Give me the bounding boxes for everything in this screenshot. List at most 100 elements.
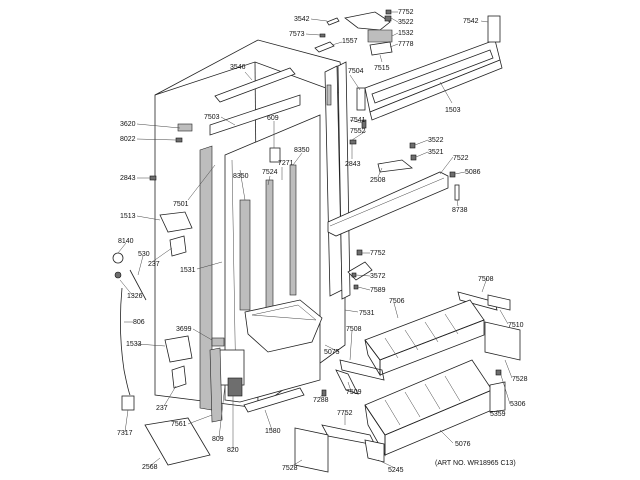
callout: 1513 — [120, 213, 136, 220]
callout: 609 — [267, 115, 279, 122]
lower-wire-basket — [364, 359, 493, 457]
callout: 7515 — [374, 65, 390, 72]
leveler-8140 — [112, 252, 124, 264]
top-rail — [214, 67, 296, 103]
callout-labels: 3542 7752 3522 7542 7573 1557 1532 7778 … — [117, 9, 528, 474]
callout: 7317 — [117, 430, 133, 437]
callout: 7528 — [282, 465, 298, 472]
screw-7573 — [319, 33, 326, 38]
callout: 7528 — [512, 376, 528, 383]
lower-hinge-2568 — [144, 417, 211, 466]
callout: 530 — [138, 251, 150, 258]
callout: 2843 — [345, 161, 361, 168]
screw-5306 — [495, 369, 502, 376]
callout: 820 — [227, 447, 239, 454]
hinge-1533 — [164, 335, 193, 363]
cap-7317 — [121, 395, 135, 411]
callout: 3546 — [230, 64, 246, 71]
callout: 7573 — [289, 31, 305, 38]
callout: 5086 — [465, 169, 481, 176]
callout: 7542 — [463, 18, 479, 25]
bolt-7541 — [361, 119, 367, 129]
rail-7561 — [209, 347, 223, 423]
clip-237b — [171, 365, 187, 389]
panel-7528b — [294, 427, 329, 473]
top-hinge-assembly — [344, 9, 393, 56]
callout: 7778 — [398, 41, 414, 48]
callout: 5359 — [490, 411, 506, 418]
trim-3542 — [326, 17, 340, 26]
panel-7528a — [484, 321, 521, 361]
upper-wire-basket — [364, 299, 485, 377]
callout: 2568 — [142, 464, 158, 471]
bracket-7504 — [356, 87, 366, 111]
bracket-3620 — [177, 123, 193, 132]
callout: 7531 — [359, 310, 375, 317]
clip-237a — [169, 235, 187, 257]
callout: 1531 — [180, 267, 196, 274]
callout: 5306 — [510, 401, 526, 408]
slide-rail-7509 — [335, 369, 359, 395]
kick-strip-1580 — [243, 387, 305, 413]
callout: 7522 — [453, 155, 469, 162]
screw-3572 — [351, 272, 357, 278]
callout: 3620 — [120, 121, 136, 128]
washer-1326 — [114, 271, 122, 279]
control-3699 — [211, 337, 225, 347]
shelf-bin — [244, 299, 323, 353]
callout: 5076 — [455, 441, 471, 448]
callout: 7508 — [478, 276, 494, 283]
callout: 7561 — [171, 421, 187, 428]
slide-rail-7508b — [339, 359, 385, 381]
hinge-1513 — [159, 211, 193, 233]
callout: 7503 — [204, 114, 220, 121]
top-strip-1557 — [314, 41, 335, 53]
callout: 7752 — [398, 9, 414, 16]
door-panel-1503 — [364, 39, 503, 121]
hinge-bracket-lower — [347, 261, 373, 281]
callout: 7508 — [346, 326, 362, 333]
slide-7510 — [487, 294, 511, 311]
callout: 3521 — [428, 149, 444, 156]
callout: 3699 — [176, 326, 192, 333]
screw-7589 — [353, 284, 359, 290]
callout: 237 — [148, 261, 160, 268]
callout: 237 — [156, 405, 168, 412]
screw-2843b — [349, 139, 357, 145]
callout: 8350 — [233, 173, 249, 180]
callout: 806 — [133, 319, 145, 326]
screw-2843a — [149, 175, 157, 181]
callout: 1533 — [126, 341, 142, 348]
callout: 7288 — [313, 397, 329, 404]
callout: 809 — [212, 436, 224, 443]
screw-7752 — [356, 249, 363, 256]
door-trim-rails — [324, 61, 351, 300]
callout: 1326 — [127, 293, 143, 300]
callout: 2508 — [370, 177, 386, 184]
cam-2508 — [377, 159, 413, 173]
mullion-rail-7522 — [327, 171, 449, 237]
module-820 — [227, 377, 243, 397]
rail-5245 — [364, 439, 385, 463]
callout: 7504 — [348, 68, 364, 75]
callout: 1532 — [398, 30, 414, 37]
callout: 8022 — [120, 136, 136, 143]
callout: 3522 — [398, 19, 414, 26]
screw-3521 — [410, 154, 417, 161]
callout: 7510 — [508, 322, 524, 329]
nut-5086 — [449, 171, 456, 178]
callout: 7524 — [262, 169, 278, 176]
callout: 5075 — [324, 349, 340, 356]
callout: 7552 — [350, 128, 366, 135]
callout: 3542 — [294, 16, 310, 23]
callout: 8738 — [452, 207, 468, 214]
pin-8738 — [454, 184, 460, 201]
art-number: (ART NO. WR18965 C13) — [435, 460, 516, 467]
bracket-5359 — [489, 381, 506, 413]
callout: 7501 — [173, 201, 189, 208]
callout: 7752 — [337, 410, 353, 417]
callout: 1580 — [265, 428, 281, 435]
callout: 5245 — [388, 467, 404, 474]
callout: 1557 — [342, 38, 358, 45]
